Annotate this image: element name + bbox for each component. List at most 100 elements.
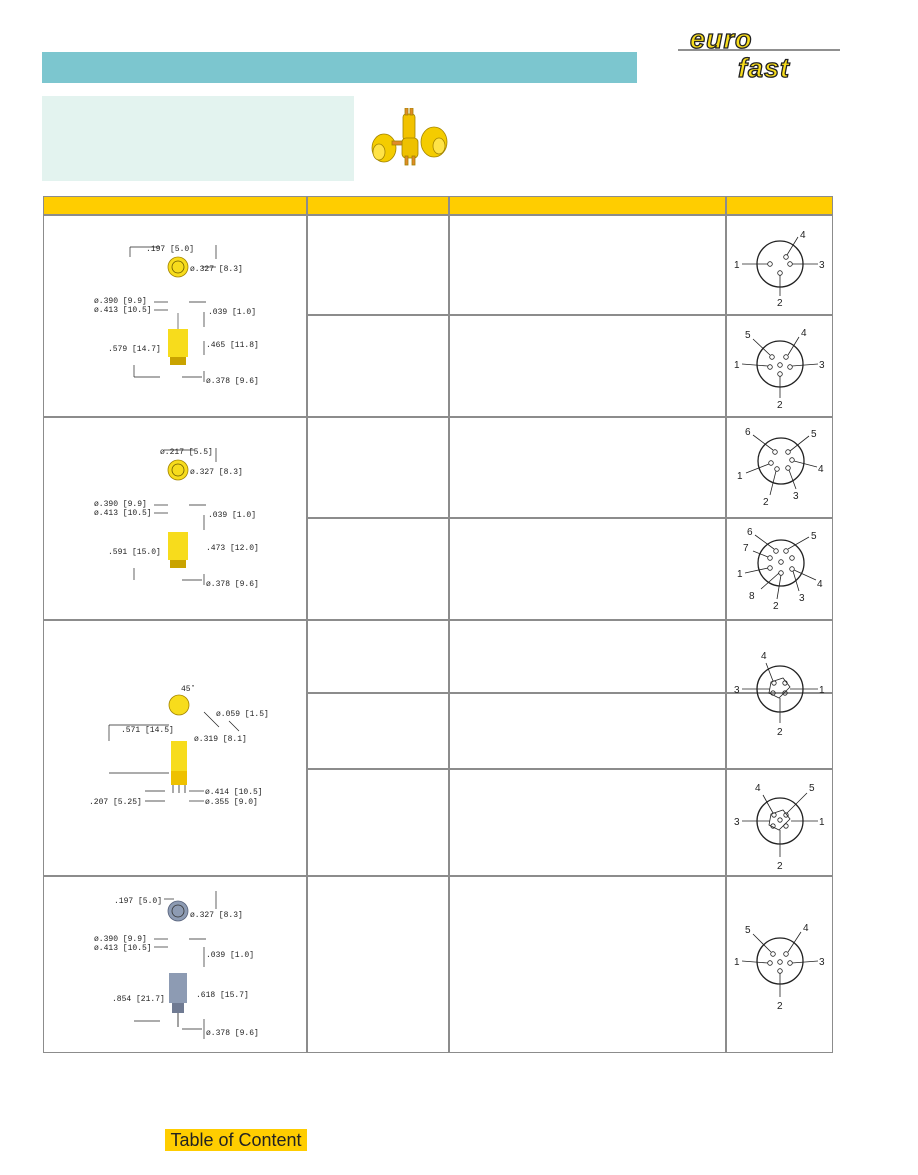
dim-label: ø.355 [9.0] <box>205 798 258 807</box>
pin-label: 5 <box>745 925 751 936</box>
subtitle-box <box>42 96 354 181</box>
pin-label: 8 <box>749 591 755 602</box>
pinout-face-4pin-a: 4 3 1 2 <box>734 651 825 737</box>
dim-label: .039 [1.0] <box>206 951 254 960</box>
pin-label: 5 <box>811 429 817 440</box>
pinout-face-6pin: 6 5 4 1 2 3 <box>737 427 824 508</box>
pin-label: 3 <box>793 491 799 502</box>
pin-label: 4 <box>817 579 823 590</box>
header-cell-part <box>308 197 448 214</box>
pin-label: 4 <box>818 464 824 475</box>
header-cell-description <box>450 197 725 214</box>
grid-line <box>44 416 832 418</box>
dimension-drawing-4: .197 [5.0] ø.327 [8.3] ø.390 [9.9] ø.413… <box>94 891 259 1039</box>
dim-label: .854 [21.7] <box>112 995 165 1004</box>
pin-label: 2 <box>777 298 783 306</box>
pin-label: 1 <box>737 569 743 580</box>
dim-label: ø.319 [8.1] <box>194 735 247 744</box>
product-photo <box>371 108 448 166</box>
dim-label: ø.327 [8.3] <box>190 265 243 274</box>
pin-label: 3 <box>819 360 825 371</box>
dim-label: ø.413 [10.5] <box>94 306 152 315</box>
pin-label: 4 <box>800 230 806 241</box>
dim-label: ø.327 [8.3] <box>190 911 243 920</box>
dim-label: ø.414 [10.5] <box>205 788 263 797</box>
pinout-face-8pin: 6 5 7 1 4 8 2 3 <box>737 527 823 612</box>
eurofast-logo: euro fast <box>678 28 840 84</box>
pin-label: 3 <box>734 817 740 828</box>
dim-label: ø.378 [9.6] <box>206 377 259 386</box>
grid-line <box>44 875 832 877</box>
logo-text-euro: euro <box>690 28 753 54</box>
pinout-face-5pin-b: 5 4 1 3 2 <box>734 923 825 1012</box>
pin-label: 3 <box>734 685 740 696</box>
dim-label: .197 [5.0] <box>146 245 194 254</box>
pin-label: 5 <box>745 330 751 341</box>
pin-label: 6 <box>747 527 753 538</box>
dimension-drawing-3: 45˚ ø.059 [1.5] .571 [14.5] ø.319 [8.1] … <box>89 685 269 807</box>
dim-label: ø.327 [8.3] <box>190 468 243 477</box>
pin-label: 2 <box>773 601 779 612</box>
pin-label: 4 <box>801 328 807 339</box>
pin-label: 1 <box>737 471 743 482</box>
table-of-content-link[interactable]: Table of Content <box>165 1129 307 1151</box>
pin-label: 7 <box>743 543 749 554</box>
pin-label: 5 <box>811 531 817 542</box>
pin-label: 2 <box>763 497 769 508</box>
grid-line <box>725 197 727 1052</box>
dim-label: .473 [12.0] <box>206 544 259 553</box>
grid-line <box>308 517 832 519</box>
dim-label: 45˚ <box>181 685 195 694</box>
pin-label: 1 <box>819 817 825 828</box>
pin-label: 2 <box>777 727 783 737</box>
header-cell-drawing <box>44 197 306 214</box>
pin-label: 3 <box>819 260 825 271</box>
title-bar <box>42 52 637 83</box>
grid-line <box>308 692 832 694</box>
dim-label: ø.390 [9.9] <box>94 935 147 944</box>
dim-label: .571 [14.5] <box>121 726 174 735</box>
pin-label: 4 <box>761 651 767 662</box>
dim-label: .197 [5.0] <box>114 897 162 906</box>
dim-label: ø.390 [9.9] <box>94 500 147 509</box>
header-cell-pinout <box>727 197 832 214</box>
dimension-drawing-2: ø.217 [5.5] ø.327 [8.3] ø.390 [9.9] ø.41… <box>94 448 259 589</box>
pin-label: 2 <box>777 400 783 411</box>
product-table: .197 [5.0] ø.327 [8.3] ø.390 [9.9] ø.413… <box>43 196 833 1053</box>
dimension-drawing-1: .197 [5.0] ø.327 [8.3] ø.390 [9.9] ø.413… <box>94 245 259 386</box>
grid-line <box>306 197 308 1052</box>
logo-text-fast: fast <box>738 53 790 83</box>
pin-label: 4 <box>755 783 761 794</box>
pin-label: 1 <box>734 260 740 271</box>
dim-label: .465 [11.8] <box>206 341 259 350</box>
grid-line <box>44 214 832 216</box>
pin-label: 4 <box>803 923 809 934</box>
dim-label: .039 [1.0] <box>208 308 256 317</box>
pin-label: 2 <box>777 1001 783 1012</box>
dim-label: .618 [15.7] <box>196 991 249 1000</box>
pin-label: 1 <box>819 685 825 696</box>
dim-label: ø.378 [9.6] <box>206 580 259 589</box>
pin-label: 6 <box>745 427 751 438</box>
pin-label: 2 <box>777 861 783 872</box>
dim-label: .591 [15.0] <box>108 548 161 557</box>
dim-label: ø.390 [9.9] <box>94 297 147 306</box>
pin-label: 1 <box>734 360 740 371</box>
grid-line <box>308 314 832 316</box>
dim-label: .039 [1.0] <box>208 511 256 520</box>
dim-label: ø.413 [10.5] <box>94 944 152 953</box>
dim-label: .207 [5.25] <box>89 798 142 807</box>
dim-label: .579 [14.7] <box>108 345 161 354</box>
pinout-face-5pin: 5 4 1 3 2 <box>734 328 825 411</box>
dim-label: ø.059 [1.5] <box>216 710 269 719</box>
pin-label: 5 <box>809 783 815 794</box>
pin-label: 1 <box>734 957 740 968</box>
pinout-face-4pin: 4 1 3 2 <box>734 230 825 306</box>
grid-line <box>308 768 832 770</box>
dim-label: ø.378 [9.6] <box>206 1029 259 1038</box>
grid-line <box>448 197 450 1052</box>
pin-label: 3 <box>799 593 805 604</box>
dim-label: ø.217 [5.5] <box>160 448 213 457</box>
pin-label: 3 <box>819 957 825 968</box>
pinout-face-5pin-coded: 4 5 3 1 2 <box>734 783 825 872</box>
